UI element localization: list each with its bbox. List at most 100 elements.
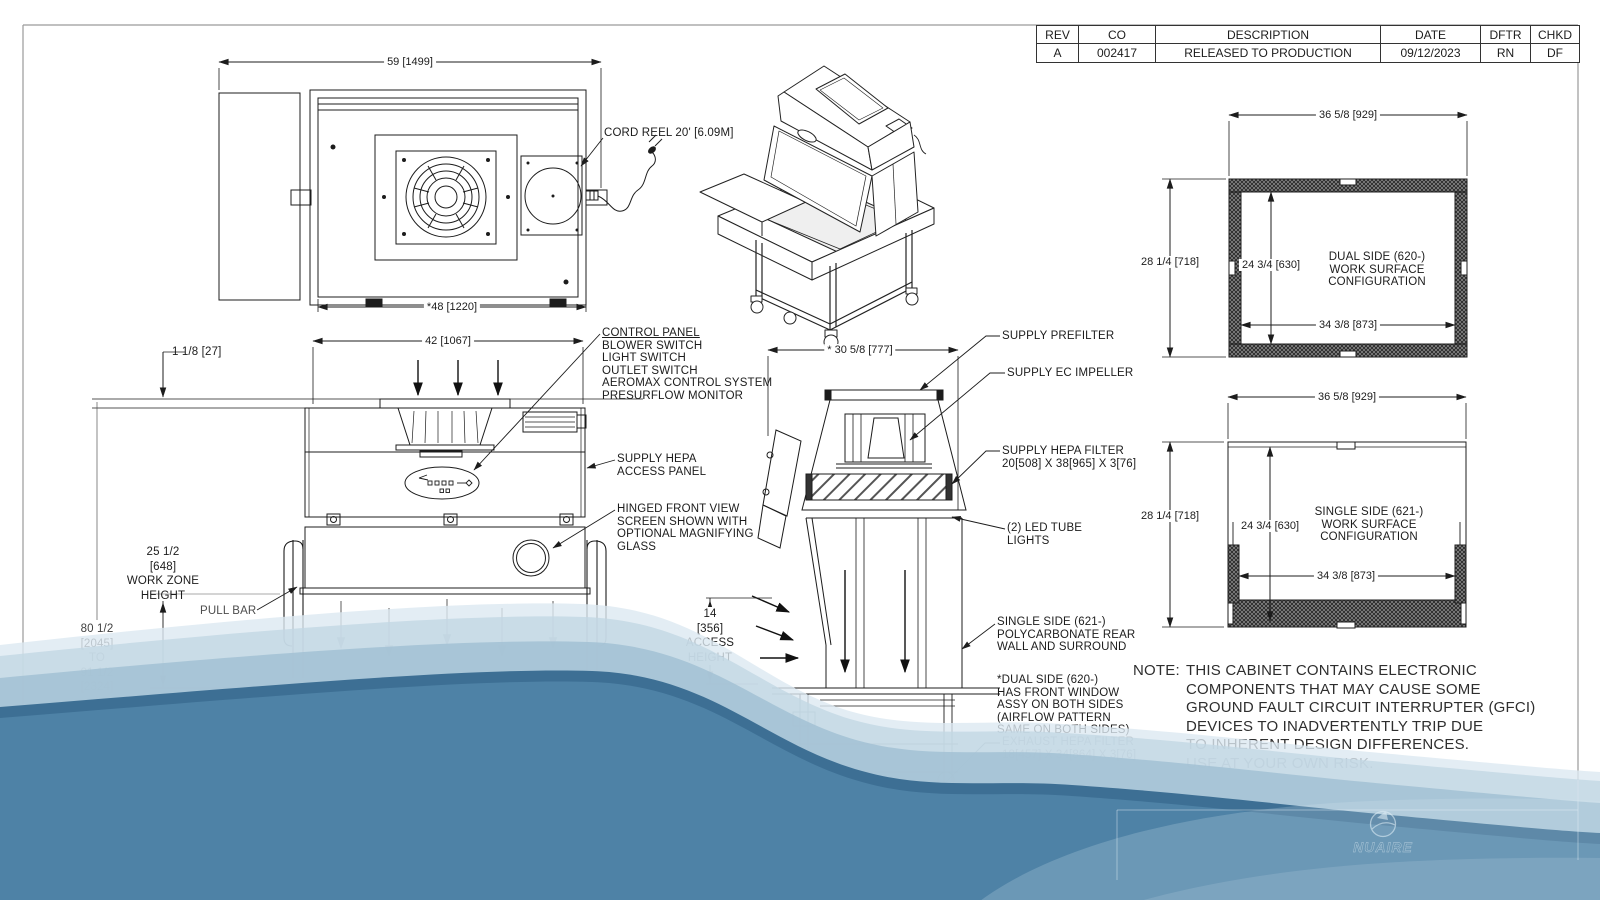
note-line: TO INHERENT DESIGN DIFFERENCES. [1186, 736, 1470, 753]
rev-cell-co: 002417 [1079, 44, 1156, 62]
top-view-width-dim: 59 [1499] [384, 56, 436, 68]
top-view-base-dim: *48 [1220] [423, 301, 481, 313]
work-zone-line: 25 1/2 [146, 546, 180, 558]
supply-hepa-access-line: ACCESS PANEL [617, 465, 707, 478]
note-line: USE AT YOUR OWN RISK. [1186, 754, 1374, 772]
exhaust-hepa-callout: EXHAUST HEPA FILTER 18[457] X 34[864] X … [1002, 736, 1136, 761]
note-label: NOTE: [1133, 662, 1180, 679]
single-side-line: SINGLE SIDE (621-) [997, 616, 1106, 628]
overall-height-line: 91 1/2 [80, 666, 114, 679]
control-panel-line: OUTLET SWITCH [602, 364, 698, 377]
access-height-line: ACCESS [685, 637, 735, 649]
supply-hepa-filter-callout: SUPPLY HEPA FILTER 20[508] X 38[965] X 3… [1002, 445, 1136, 470]
rev-cell-description: RELEASED TO PRODUCTION [1156, 44, 1381, 62]
hinged-screen-callout: HINGED FRONT VIEW SCREEN SHOWN WITH OPTI… [617, 503, 754, 553]
single-side-callout: SINGLE SIDE (621-) POLYCARBONATE REAR WA… [997, 616, 1135, 654]
ws-single-height-dim: 28 1/4 [718] [1137, 510, 1203, 522]
exhaust-hepa-line: 18[457] X 34[864] X 3[76] [1002, 748, 1137, 761]
isometric-view [699, 65, 935, 350]
control-panel-line: BLOWER SWITCH [602, 339, 703, 352]
work-zone-line: WORK ZONE [126, 575, 200, 587]
dual-side-line: ASSY ON BOTH SIDES [997, 699, 1124, 712]
overall-height-line: [2324] [80, 681, 114, 693]
ws-single-inner-width-dim: 34 3/8 [873] [1313, 570, 1379, 582]
ws-single-inner-height-dim: 24 3/4 [630] [1237, 520, 1303, 532]
supply-hepa-filter-line: SUPPLY HEPA FILTER [1002, 445, 1125, 457]
control-panel-line: AEROMAX CONTROL SYSTEM [602, 377, 773, 390]
single-side-line: POLYCARBONATE REAR [997, 628, 1136, 641]
ws-dual-label-line: DUAL SIDE (620-) [1328, 251, 1426, 263]
ws-single-width-dim: 36 5/8 [929] [1314, 391, 1380, 403]
led-lights-callout: (2) LED TUBE LIGHTS [1007, 522, 1082, 547]
side-view [706, 335, 1006, 791]
overall-height-line: TO [88, 652, 106, 664]
exhaust-hepa-line: EXHAUST HEPA FILTER [1002, 736, 1134, 748]
work-zone-line: HEIGHT [140, 589, 186, 602]
hinged-screen-line: OPTIONAL MAGNIFYING [617, 528, 754, 541]
work-zone-line: [648] [149, 560, 177, 573]
control-panel-callout: CONTROL PANEL BLOWER SWITCH LIGHT SWITCH… [602, 327, 772, 403]
ws-single-label-line: WORK SURFACE [1321, 518, 1417, 531]
supply-prefilter-callout: SUPPLY PREFILTER [1002, 330, 1115, 342]
front-view [92, 333, 643, 716]
rev-header-chkd: CHKD [1531, 26, 1579, 44]
access-height-line: [356] [696, 622, 724, 635]
rev-header-co: CO [1079, 26, 1156, 44]
led-lights-line: (2) LED TUBE [1007, 522, 1083, 534]
ws-dual-label-line: CONFIGURATION [1328, 276, 1426, 289]
rev-header-dftr: DFTR [1481, 26, 1531, 44]
supply-hepa-access-line: SUPPLY HEPA [617, 453, 697, 465]
cord-reel-callout: CORD REEL 20' [6.09M] [604, 127, 734, 139]
gfci-note: NOTE: THIS CABINET CONTAINS ELECTRONIC C… [1133, 662, 1535, 773]
revision-table: REV CO DESCRIPTION DATE DFTR CHKD A 0024… [1036, 25, 1580, 63]
dual-side-line: (AIRFLOW PATTERN [997, 711, 1111, 724]
front-offset-dim: 1 1/8 [27] [172, 346, 222, 358]
note-line: GROUND FAULT CIRCUIT INTERRUPTER (GFCI) [1186, 699, 1536, 716]
overall-height-line: 80 1/2 [80, 623, 114, 635]
ws-dual-label-line: WORK SURFACE [1329, 263, 1425, 276]
dual-side-line: HAS FRONT WINDOW [997, 686, 1120, 699]
side-depth-dim: * 30 5/8 [777] [824, 344, 896, 356]
work-zone-height-label: 25 1/2 [648] WORK ZONE HEIGHT [127, 545, 199, 603]
led-lights-line: LIGHTS [1007, 534, 1050, 547]
rev-cell-date: 09/12/2023 [1381, 44, 1481, 62]
ws-dual-inner-width-dim: 34 3/8 [873] [1315, 319, 1381, 331]
control-panel-line: PRESURFLOW MONITOR [602, 389, 744, 402]
rev-header-description: DESCRIPTION [1156, 26, 1381, 44]
ws-dual-width-dim: 36 5/8 [929] [1315, 109, 1381, 121]
note-line: THIS CABINET CONTAINS ELECTRONIC [1186, 662, 1477, 679]
dual-side-line: *DUAL SIDE (620-) [997, 674, 1099, 686]
hinged-screen-line: GLASS [617, 540, 657, 553]
supply-hepa-filter-line: 20[508] X 38[965] X 3[76] [1002, 457, 1137, 470]
front-width-dim: 42 [1067] [422, 335, 474, 347]
rev-header-rev: REV [1037, 26, 1079, 44]
hinged-screen-line: SCREEN SHOWN WITH [617, 515, 748, 528]
rev-cell-chkd: DF [1547, 46, 1563, 60]
access-height-line: 14 [703, 608, 717, 620]
ws-dual-inner-height-dim: 24 3/4 [630] [1238, 259, 1304, 271]
control-panel-line: CONTROL PANEL [602, 327, 700, 339]
overall-height-label: 80 1/2 [2045] TO 91 1/2 [2324] [81, 622, 114, 695]
rev-cell-rev: A [1037, 44, 1079, 62]
ws-single-label-line: SINGLE SIDE (621-) [1314, 506, 1424, 518]
supply-ec-impeller-callout: SUPPLY EC IMPELLER [1007, 367, 1134, 379]
note-line: COMPONENTS THAT MAY CAUSE SOME [1186, 680, 1481, 698]
ws-single-label: SINGLE SIDE (621-) WORK SURFACE CONFIGUR… [1315, 506, 1424, 544]
supply-hepa-access-callout: SUPPLY HEPA ACCESS PANEL [617, 453, 706, 478]
single-side-line: WALL AND SURROUND [997, 641, 1127, 654]
access-height-line: HEIGHT [687, 651, 733, 664]
work-surface-dual-diagram [1162, 111, 1468, 358]
note-line: DEVICES TO INADVERTENTLY TRIP DUE [1186, 717, 1484, 735]
overall-height-line: [2045] [80, 637, 114, 650]
ws-single-label-line: CONFIGURATION [1320, 531, 1418, 544]
dual-side-callout: *DUAL SIDE (620-) HAS FRONT WINDOW ASSY … [997, 674, 1130, 737]
ws-dual-label: DUAL SIDE (620-) WORK SURFACE CONFIGURAT… [1328, 251, 1426, 289]
top-view [218, 58, 663, 312]
ws-dual-height-dim: 28 1/4 [718] [1137, 256, 1203, 268]
hinged-screen-line: HINGED FRONT VIEW [617, 503, 740, 515]
control-panel-line: LIGHT SWITCH [602, 352, 687, 365]
pull-bar-callout: PULL BAR [200, 605, 257, 617]
rev-cell-dftr: RN [1481, 44, 1531, 62]
rev-header-date: DATE [1381, 26, 1481, 44]
